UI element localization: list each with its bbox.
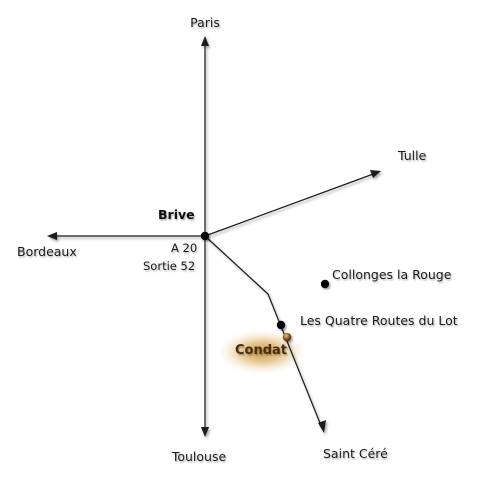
label-quatre-routes: Les Quatre Routes du Lot — [300, 313, 458, 328]
label-exit-road: A 20 — [171, 241, 197, 255]
condat-marker — [282, 332, 292, 342]
label-collonges: Collonges la Rouge — [332, 267, 452, 282]
label-bordeaux: Bordeaux — [17, 244, 77, 259]
label-brive: Brive — [158, 207, 195, 222]
road-network — [47, 36, 381, 437]
arrow-north-icon — [201, 36, 209, 46]
arrow-southeast-icon — [318, 420, 326, 433]
label-toulouse: Toulouse — [171, 449, 227, 464]
road-to-saint-cere — [204, 235, 323, 429]
road-to-tulle — [204, 172, 377, 237]
label-paris: Paris — [190, 15, 220, 30]
label-exit-number: Sortie 52 — [143, 259, 195, 273]
label-tulle: Tulle — [397, 148, 427, 163]
collonges-marker — [320, 279, 330, 289]
arrow-east-icon — [370, 170, 381, 178]
brive-marker — [200, 231, 210, 241]
label-saint-cere: Saint Céré — [323, 446, 388, 461]
quatre-routes-marker — [276, 320, 286, 330]
condat-highlight-glow — [218, 330, 306, 374]
label-condat: Condat — [235, 343, 287, 358]
arrow-west-icon — [47, 232, 57, 240]
arrow-south-icon — [201, 427, 209, 437]
